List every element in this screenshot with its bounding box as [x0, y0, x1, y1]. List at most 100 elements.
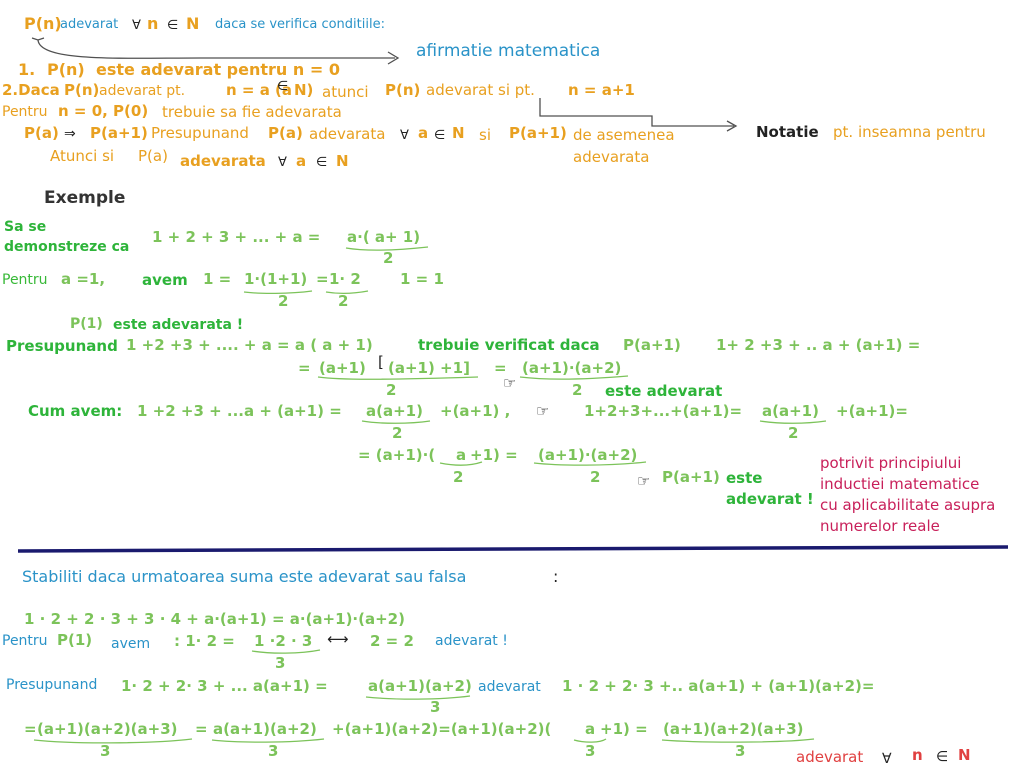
f1-numerator: 1·(1+1): [244, 270, 308, 288]
final-n: n: [912, 746, 923, 764]
cum-sum-2: 1+2+3+...+(a+1)=: [584, 402, 743, 420]
fraction-numerator: a·( a+ 1): [347, 228, 421, 246]
cond2-adevarat: adevarat pt.: [99, 83, 186, 99]
avem-label: avem: [142, 271, 188, 289]
presup-label: Presupunand: [6, 337, 118, 355]
def-n: n: [147, 14, 159, 33]
cum-fraction-2: a(a+1): [762, 402, 819, 420]
adevarata-label-2: adevarata: [573, 148, 650, 166]
ex2-last-a: a: [585, 720, 596, 738]
s1-b: (a+1) +1]: [388, 359, 470, 377]
sum-statement: 1 + 2 + 3 + ... + a =: [152, 228, 321, 246]
sum-a1: 1+ 2 +3 + .. a + (a+1) =: [716, 336, 921, 354]
p1-text: este adevarata !: [113, 317, 244, 333]
ex2-last-f2-denominator: 3: [268, 742, 279, 760]
def-daca: daca se verifica conditiile:: [215, 17, 385, 32]
a-label-3: a: [296, 152, 307, 170]
double-arrow-icon: ⟷: [327, 630, 349, 648]
forall-symbol: ∀: [132, 18, 141, 33]
notatie-label: Notatie: [756, 123, 819, 141]
ex2-last-f3-denominator: 3: [735, 742, 746, 760]
ex2-last-plus: +1) =: [600, 720, 648, 738]
afirmatie-label: afirmatie matematica: [416, 41, 601, 61]
cum-fraction: a(a+1): [366, 402, 423, 420]
ex2-rhs: 1 · 2 + 2· 3 +.. a(a+1) + (a+1)(a+2)=: [562, 677, 875, 695]
line-result: (a+1)·(a+2): [538, 446, 638, 464]
ex2-adevarat-2: adevarat: [478, 679, 541, 695]
si-label: si: [479, 126, 491, 144]
line-este: este: [726, 469, 763, 487]
in-symbol: ∈: [316, 155, 328, 170]
cum-avem-label: Cum avem:: [28, 402, 123, 420]
ex2-last-mid: +(a+1)(a+2)=(a+1)(a+2)(: [332, 720, 552, 738]
eq-sign: =: [316, 270, 329, 288]
s1-denominator: 2: [386, 381, 397, 399]
ex2-colon-eq: : 1· 2 =: [174, 632, 235, 650]
cond2-N: N): [294, 81, 314, 99]
line-a-denominator: 2: [453, 468, 464, 486]
cond1-pn: P(n): [47, 60, 85, 79]
cond2-number: 2.Daca: [2, 81, 60, 99]
forall-symbol: ∀: [882, 751, 892, 767]
ex2-fraction-numerator: 1 ·2 · 3: [254, 632, 313, 650]
ex2-presup-sum: 1· 2 + 2· 3 + ... a(a+1) =: [121, 677, 328, 695]
in-symbol: ∈: [167, 18, 179, 33]
pa-label-3: P(a): [138, 147, 168, 165]
adevarata-label-3: adevarata: [180, 152, 266, 170]
p1-label: P(1): [70, 316, 103, 332]
ex2-sum: 1 · 2 + 2 · 3 + 3 · 4 + a·(a+1) = a·(a+1…: [24, 610, 405, 628]
presup-sum: 1 +2 +3 + .... + a = a ( a + 1): [126, 336, 373, 354]
final-adevarat: adevarat: [796, 748, 864, 766]
pentru-label: Pentru: [2, 104, 48, 120]
atunci-si-label: Atunci si: [50, 147, 115, 165]
forall-symbol: ∀: [278, 155, 287, 170]
a-equals-1: a =1,: [61, 270, 106, 288]
notatie-text: pt. inseamna pentru: [833, 123, 986, 141]
s1-result-denominator: 2: [572, 381, 583, 399]
s1-a: (a+1): [319, 359, 366, 377]
cum-fraction-denominator: 2: [392, 424, 403, 442]
cum-fraction-2-denominator: 2: [788, 424, 799, 442]
one-equals-one: 1 = 1: [400, 270, 444, 288]
cond2-atunci: atunci: [322, 83, 369, 101]
line-eq: = (a+1)·(: [358, 446, 436, 464]
line-result-denominator: 2: [590, 468, 601, 486]
pa1-label: P(a+1): [90, 124, 148, 142]
def-adevarat: adevarat: [60, 17, 119, 32]
ex2-title: Stabiliti daca urmatoarea suma este adev…: [22, 567, 467, 586]
pointing-hand-icon: ☞: [637, 472, 651, 490]
ex2-two-eq-two: 2 = 2: [370, 632, 414, 650]
exemple-heading: Exemple: [44, 188, 126, 208]
cond2-pn2: P(n): [385, 81, 421, 99]
a-label: a: [418, 124, 429, 142]
pentru-n0: n = 0, P(0): [58, 102, 149, 120]
pa-label: P(a): [24, 124, 59, 142]
cond2-na1: n = a+1: [568, 81, 635, 99]
ex2-avem: avem: [111, 636, 151, 652]
separator-line: [17, 545, 1009, 553]
pointing-hand-icon: ☞: [503, 374, 517, 392]
potrivit-line-3: cu aplicabilitate asupra: [820, 496, 996, 514]
cum-plus-2: +(a+1)=: [836, 402, 908, 420]
N-label-3: N: [336, 152, 349, 170]
line-adevarat: adevarat !: [726, 490, 814, 508]
ex2-fraction-denominator: 3: [275, 654, 286, 672]
pointing-hand-icon: ☞: [536, 402, 550, 420]
deasemenea-label: de asemenea: [573, 126, 675, 144]
cond2-pn: P(n): [64, 81, 100, 99]
eq-sign: =: [298, 359, 311, 377]
cond1-text: este adevarat pentru n = 0: [96, 60, 340, 79]
este-adevarat-label: este adevarat: [605, 382, 723, 400]
adevarata-label: adevarata: [309, 125, 386, 143]
trebuie-label: trebuie verificat daca: [418, 336, 600, 354]
def-N: N: [186, 14, 200, 33]
potrivit-line-4: numerelor reale: [820, 517, 940, 535]
pa-label-2: P(a): [268, 124, 303, 142]
ex2-last-f3: (a+1)(a+2)(a+3): [663, 720, 804, 738]
pa1-label: P(a+1): [623, 336, 681, 354]
ex2-last-f1: (a+1)(a+2)(a+3): [37, 720, 178, 738]
arrow-to-afirmatie: [37, 39, 395, 59]
cond1-number: 1.: [18, 60, 36, 79]
line-a: a: [456, 446, 467, 464]
def-pn: P(n): [24, 14, 62, 33]
